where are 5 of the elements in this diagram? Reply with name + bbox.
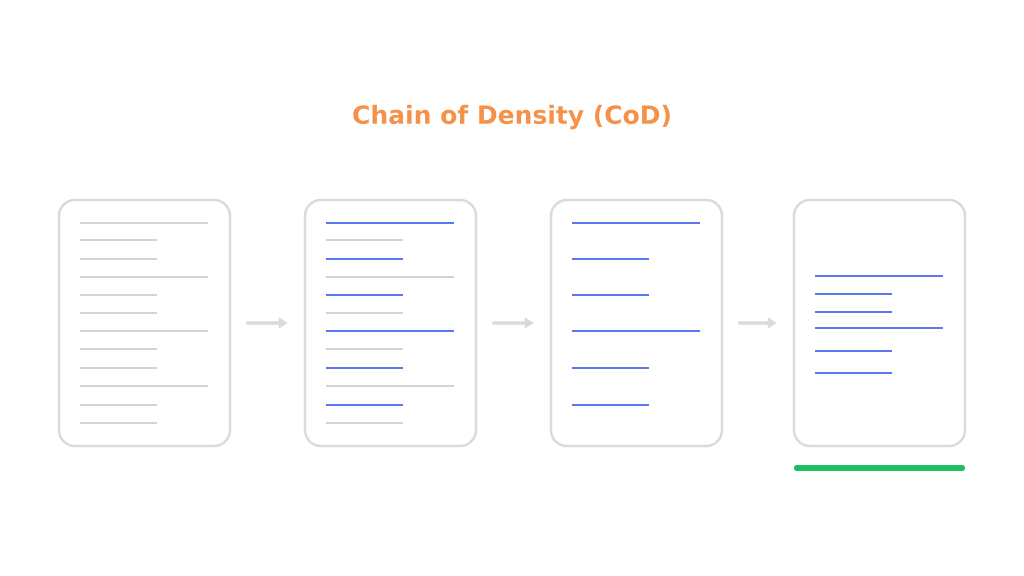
- document-box: [303, 198, 478, 448]
- document-box: [549, 198, 724, 448]
- document-box: [792, 198, 967, 448]
- document-box: [57, 198, 232, 448]
- title: Chain of Density (CoD): [353, 104, 670, 130]
